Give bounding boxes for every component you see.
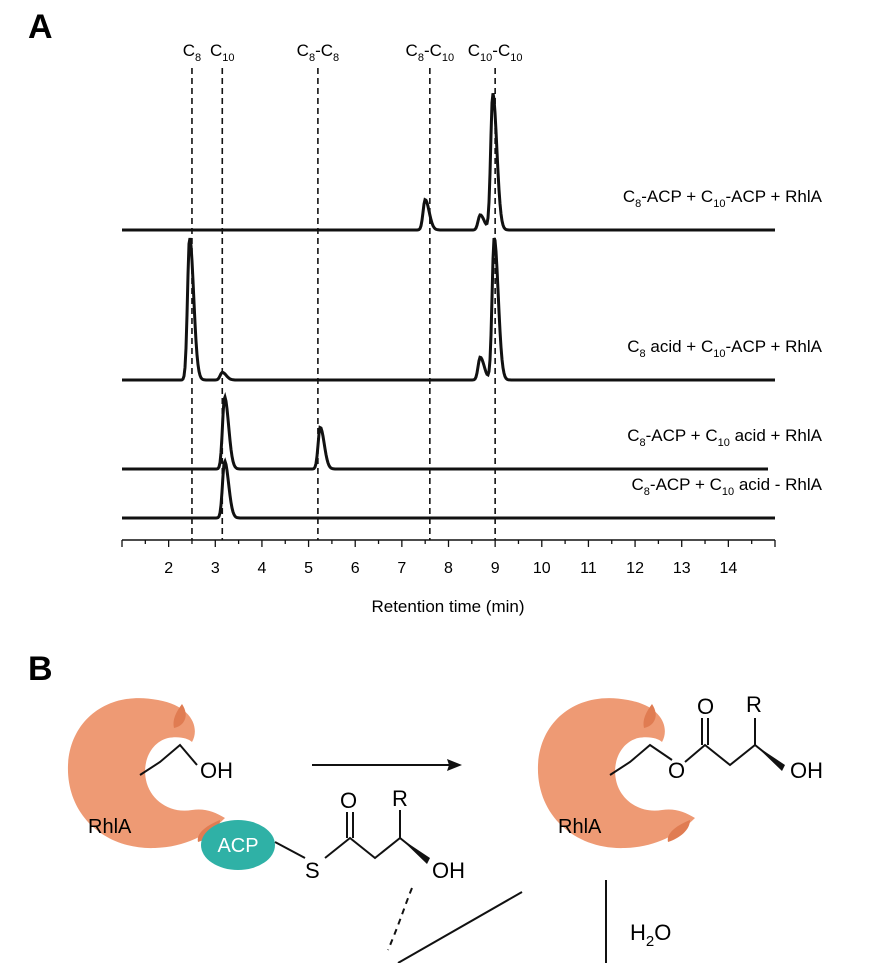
x-tick-label: 10	[533, 560, 551, 577]
x-tick-label: 6	[351, 560, 360, 577]
r-group-label: R	[392, 786, 408, 811]
acyl-chain	[274, 836, 426, 860]
peak-label: C8	[183, 41, 201, 64]
x-tick-label: 8	[444, 560, 453, 577]
product-rhla-label: RhlA	[558, 816, 602, 838]
serine-bond	[139, 743, 198, 776]
panel-b-label: B	[28, 650, 53, 688]
ester-o-label: O	[668, 758, 685, 783]
x-axis-label: Retention time (min)	[371, 597, 524, 616]
trace-label: C8 acid + C10-ACP + RhlA	[627, 337, 822, 360]
trace-label: C8-ACP + C10 acid - RhlA	[632, 475, 823, 498]
rhla-label: RhlA	[88, 816, 132, 838]
product-chain	[609, 743, 781, 776]
water-label: H2O	[630, 920, 671, 950]
x-tick-label: 2	[164, 560, 173, 577]
trace-label: C8-ACP + C10-ACP + RhlA	[623, 187, 823, 210]
trace-1	[122, 93, 775, 232]
x-tick-label: 5	[304, 560, 313, 577]
diagonal-line	[397, 891, 523, 963]
acp-hydroxyl-label: OH	[432, 858, 465, 883]
arrow-head-icon	[447, 759, 462, 771]
chromatogram: C8-ACP + C10-ACP + RhlA C8 acid + C10-ACP…	[121, 41, 823, 577]
x-tick-label: 4	[257, 560, 266, 577]
product-carbonyl-o-label: O	[697, 694, 714, 719]
dashed-curve	[387, 887, 413, 951]
peak-label: C10	[210, 41, 235, 64]
rhla-enzyme-product: RhlA	[537, 698, 695, 849]
trace-label: C8-ACP + C10 acid + RhlA	[627, 426, 822, 449]
acp-label: ACP	[217, 835, 258, 857]
trace-3	[122, 392, 768, 471]
sulfur-label: S	[305, 858, 320, 883]
x-tick-label: 7	[397, 560, 406, 577]
x-tick-label: 12	[626, 560, 644, 577]
acp-ellipse	[201, 820, 275, 870]
trace-4	[122, 457, 775, 520]
hydroxyl-label: OH	[200, 758, 233, 783]
panel-a-label: A	[28, 8, 53, 46]
peak-label: C10-C10	[468, 41, 523, 64]
carbonyl-o-label: O	[340, 788, 357, 813]
trace-2	[122, 237, 775, 382]
x-tick-label: 11	[580, 560, 597, 577]
peak-label: C8-C10	[406, 41, 455, 64]
peak-label: C8-C8	[297, 41, 339, 64]
x-tick-label: 3	[211, 560, 220, 577]
x-tick-label: 14	[719, 560, 737, 577]
x-tick-label: 13	[673, 560, 691, 577]
x-tick-label: 9	[491, 560, 500, 577]
product-r-group-label: R	[746, 692, 762, 717]
product-hydroxyl-label: OH	[790, 758, 823, 783]
